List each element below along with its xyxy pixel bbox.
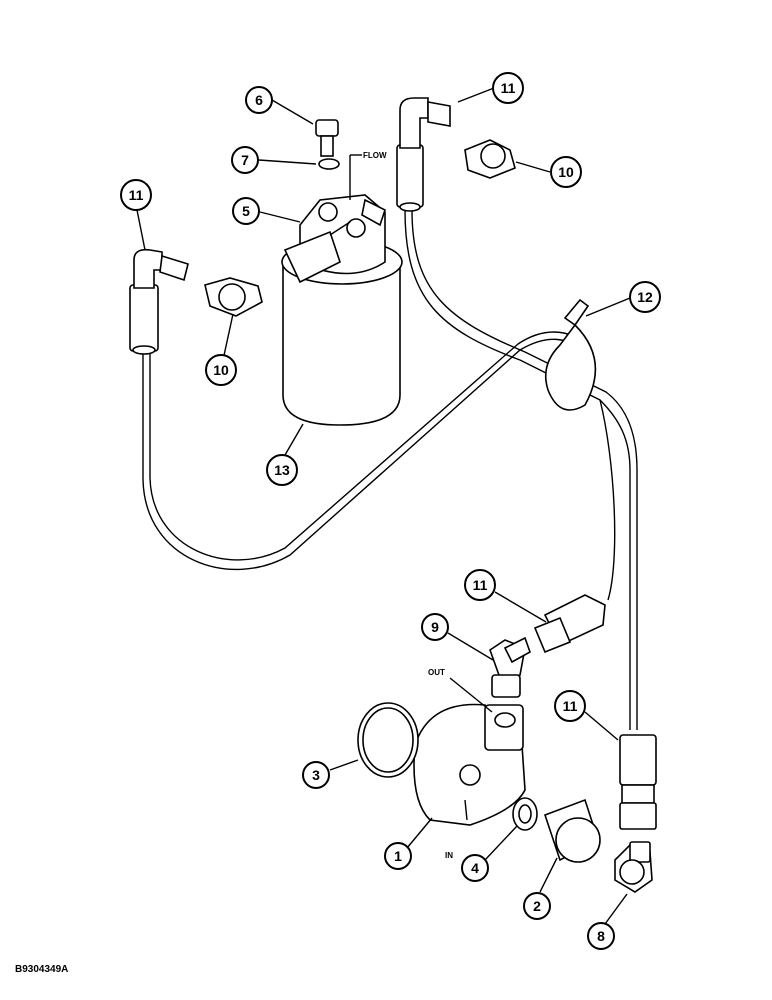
- filter-head-5: [283, 154, 386, 284]
- callout-11-top: 11: [492, 72, 524, 104]
- svg-text:4: 4: [471, 860, 479, 876]
- callout-11-bottom: 11: [554, 690, 586, 722]
- out-label: OUT: [428, 668, 445, 677]
- leader-lines: [136, 87, 631, 925]
- hose-top-right-inner: [411, 209, 638, 730]
- callout-12: 12: [629, 281, 661, 313]
- callout-5: 5: [232, 197, 260, 225]
- callout-11-left: 11: [120, 179, 152, 211]
- svg-text:11: 11: [563, 698, 578, 714]
- hose-end-11-bottom-right: [619, 734, 657, 830]
- fitting-2: [543, 798, 601, 863]
- o-ring-3: [357, 702, 419, 778]
- svg-text:1: 1: [394, 848, 402, 864]
- svg-text:11: 11: [473, 577, 488, 593]
- elbow-9: [489, 636, 531, 698]
- callout-11-mid: 11: [464, 569, 496, 601]
- flow-label: FLOW: [363, 151, 387, 160]
- svg-text:11: 11: [129, 187, 144, 203]
- hose-left-loop: [142, 338, 586, 570]
- washer-7: [318, 158, 340, 170]
- pump-body-1: [413, 703, 526, 826]
- svg-text:10: 10: [213, 362, 229, 378]
- elbow-10-left: [204, 277, 263, 317]
- svg-text:13: 13: [274, 462, 290, 478]
- callout-8: 8: [587, 922, 615, 950]
- elbow-10-top: [464, 139, 516, 179]
- in-label: IN: [445, 851, 453, 860]
- svg-text:11: 11: [501, 80, 516, 96]
- callout-13: 13: [266, 454, 298, 486]
- hoses: [142, 209, 638, 730]
- clamp-12: [544, 298, 597, 411]
- svg-text:6: 6: [255, 92, 263, 108]
- hose-end-11-top: [396, 97, 451, 212]
- callout-2: 2: [523, 892, 551, 920]
- svg-text:5: 5: [242, 203, 250, 219]
- elbow-8: [614, 841, 653, 893]
- hose-end-11-mid: [533, 594, 606, 654]
- callout-10-top: 10: [550, 156, 582, 188]
- drawing-code: B9304349A: [15, 964, 68, 975]
- hose-end-11-left: [129, 248, 189, 355]
- hose-top-right: [404, 209, 631, 730]
- hose-left-loop-inner: [149, 331, 593, 561]
- callout-10-left: 10: [205, 354, 237, 386]
- callout-6: 6: [245, 86, 273, 114]
- svg-text:8: 8: [597, 928, 605, 944]
- svg-text:12: 12: [637, 289, 653, 305]
- callout-3: 3: [302, 761, 330, 789]
- callout-4: 4: [461, 854, 489, 882]
- svg-text:9: 9: [431, 619, 439, 635]
- washer-4: [512, 797, 538, 831]
- bolt-6: [315, 119, 339, 157]
- svg-text:10: 10: [558, 164, 574, 180]
- svg-text:7: 7: [241, 152, 249, 168]
- callout-9: 9: [421, 613, 449, 641]
- svg-text:3: 3: [312, 767, 320, 783]
- hose-mid: [599, 399, 616, 601]
- svg-text:2: 2: [533, 898, 541, 914]
- callout-7: 7: [231, 146, 259, 174]
- callout-1: 1: [384, 842, 412, 870]
